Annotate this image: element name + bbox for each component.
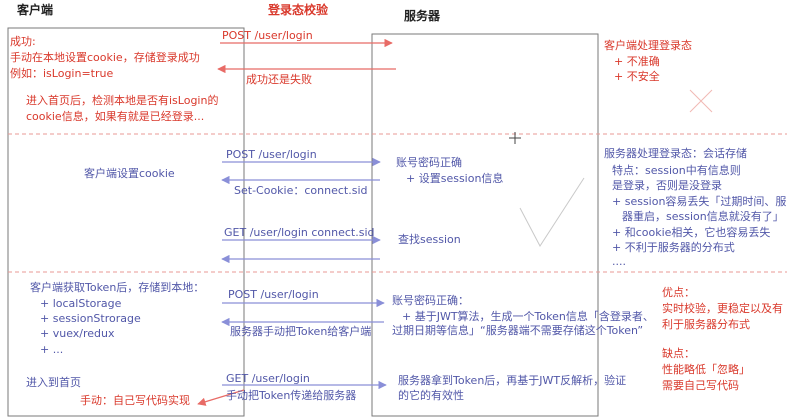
- s3-response1-label: 服务器手动把Token给客户端: [230, 325, 372, 338]
- s1-home-line-0: 进入首页后，检测本地是否有isLogin的: [26, 94, 219, 107]
- s3-client-line-0: 客户端获取Token后，存储到本地：: [30, 281, 205, 294]
- s1-success-line-1: 手动在本地设置cookie，存储登录成功: [10, 51, 200, 64]
- s1-home-line-1: cookie信息，如果有就是已经登录...: [26, 110, 205, 123]
- s3-cons-line-2: 需要自己写代码: [662, 379, 739, 392]
- s3-client-line-2: + sessionStrorage: [40, 312, 141, 325]
- s2-right-line-3: + session容易丢失「过期时间、服务: [612, 195, 787, 208]
- s2-response1-label: Set-Cookie：connect.sid: [234, 184, 368, 197]
- s3-server1-line-2: 过期日期等信息」“服务器端不需要存储这个Token”: [392, 324, 644, 337]
- s1-success-line-2: 例如：isLogin=true: [10, 67, 114, 80]
- s2-server2-label: 查找session: [398, 233, 461, 246]
- s2-right-line-0: 服务器处理登录态：会话存储: [604, 147, 747, 160]
- s2-right-line-6: + 不利于服务器的分布式: [612, 241, 735, 254]
- s2-request2-label: GET /user/login connect.sid: [224, 226, 375, 239]
- s1-right-line-0: 客户端处理登录态: [604, 39, 692, 52]
- s1-response-label: 成功还是失败: [246, 73, 312, 86]
- s3-client-line-3: + vuex/redux: [40, 327, 115, 340]
- s2-request1-label: POST /user/login: [226, 148, 317, 161]
- s3-request2-note: 手动把Token传递给服务器: [226, 389, 357, 402]
- s2-right-line-7: ....: [612, 255, 626, 268]
- s2-server1-line-0: 账号密码正确: [396, 156, 462, 169]
- s3-pros-line-0: 优点：: [662, 286, 695, 299]
- cursor-crosshair-icon: [509, 132, 521, 144]
- s2-right-line-5: + 和cookie相关，它也容易丢失: [612, 226, 771, 239]
- server-header: 服务器: [404, 9, 441, 23]
- s3-server1-line-1: + 基于JWT算法，生成一个Token信息「含登录者、: [402, 310, 654, 323]
- s2-right-line-1: 特点：session中有信息则: [612, 164, 741, 177]
- s3-request2-label: GET /user/login: [226, 372, 310, 385]
- s2-right-line-4: 器重启，session信息就没有了」: [622, 210, 784, 223]
- s3-pros-line-2: 利于服务器分布式: [662, 318, 750, 331]
- s3-cons-line-1: 性能略低「忽略」: [662, 363, 750, 376]
- s3-manual-label: 手动：自己写代码实现: [80, 394, 190, 407]
- s3-server2-line-0: 服务器拿到Token后，再基于JWT反解析，验证: [398, 374, 627, 387]
- cross-mark-icon: [689, 89, 713, 113]
- client-lifeline-box: [7, 27, 245, 417]
- s3-cons-line-0: 缺点：: [662, 347, 695, 360]
- verify-header: 登录态校验: [268, 3, 329, 17]
- s3-request1-label: POST /user/login: [228, 288, 319, 301]
- s3-server2-line-1: 的它的有效性: [398, 389, 464, 402]
- s1-right-line-1: + 不准确: [614, 55, 660, 68]
- s2-right-line-2: 是登录，否则是没登录: [612, 179, 722, 192]
- s2-server1-line-1: + 设置session信息: [406, 172, 504, 185]
- s3-server1-line-0: 账号密码正确：: [392, 294, 469, 307]
- arrow-s3-manual: [197, 389, 245, 406]
- s3-home-label: 进入到首页: [26, 376, 81, 389]
- check-mark-icon: [519, 177, 585, 247]
- server-lifeline-box: [371, 33, 599, 417]
- s2-client-note: 客户端设置cookie: [84, 167, 175, 180]
- s3-client-line-1: + localStorage: [40, 297, 122, 310]
- client-header: 客户端: [17, 3, 54, 17]
- s1-request-label: POST /user/login: [222, 29, 313, 42]
- s3-pros-line-1: 实时校验，更稳定以及有: [662, 302, 783, 315]
- s1-right-line-2: + 不安全: [614, 70, 660, 83]
- s1-success-line-0: 成功:: [10, 35, 36, 48]
- s3-client-line-4: + ...: [40, 343, 64, 356]
